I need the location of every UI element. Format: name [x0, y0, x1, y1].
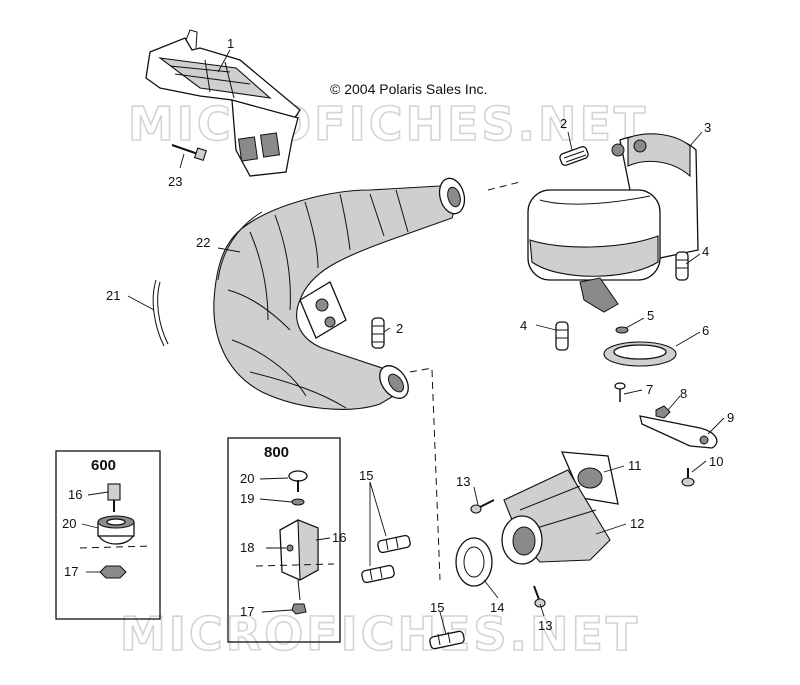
spring-15-bottom: [429, 630, 465, 650]
manifold-gasket-11: [560, 451, 619, 505]
callout-23: 23: [168, 174, 182, 189]
callout-14: 14: [490, 600, 504, 615]
callout-15-upper: 15: [359, 468, 373, 483]
callout-12: 12: [630, 516, 644, 531]
callout-21: 21: [106, 288, 120, 303]
nut-8: [655, 405, 671, 419]
callout-17-box800: 17: [240, 604, 254, 619]
callout-5: 5: [647, 308, 654, 323]
callout-18: 18: [240, 540, 254, 555]
box-800: 800: [227, 437, 341, 643]
box-800-title: 800: [264, 444, 289, 461]
callout-13-top: 13: [456, 474, 470, 489]
bolt-23: [171, 144, 207, 161]
callout-11: 11: [628, 458, 642, 473]
callout-labels: 1 23 2 3 4 4 2 5 6 7 8 9 10 11 12 13 13 …: [62, 36, 734, 633]
align-line-3: [409, 367, 433, 373]
callout-1: 1: [227, 36, 234, 51]
callout-16-box800: 16: [332, 530, 346, 545]
callout-2-mid: 2: [396, 321, 403, 336]
callout-7: 7: [646, 382, 653, 397]
watermark-bottom: MICROFICHES.NET: [120, 607, 640, 661]
watermark-top: MICROFICHES.NET: [128, 97, 648, 151]
spring-4-right: [675, 251, 689, 281]
align-line-1: [487, 181, 521, 191]
callout-19: 19: [240, 491, 254, 506]
spring-2-top: [559, 146, 589, 166]
spring-15-upper: [377, 534, 411, 554]
callout-17-box600: 17: [64, 564, 78, 579]
leader-lines: [81, 49, 725, 635]
align-line-2: [431, 369, 441, 581]
spring-2-mid: [371, 317, 385, 349]
gasket-14: [455, 537, 493, 587]
callout-15-bottom: 15: [430, 600, 444, 615]
spring-15-lower: [361, 564, 395, 584]
callout-3: 3: [704, 120, 711, 135]
hook-21: [152, 279, 165, 347]
spring-4-left: [555, 321, 569, 351]
callout-13-bottom: 13: [538, 618, 552, 633]
rivet-7: [614, 382, 626, 402]
callout-6: 6: [702, 323, 709, 338]
box-600-title: 600: [91, 457, 116, 474]
expansion-chamber: [213, 177, 466, 410]
silencer: [527, 133, 699, 313]
bolt-13-top: [470, 499, 495, 514]
grommet-6: [603, 341, 677, 367]
callout-4-left: 4: [520, 318, 527, 333]
callout-4-right: 4: [702, 244, 709, 259]
copyright-text: © 2004 Polaris Sales Inc.: [330, 81, 487, 97]
callout-10: 10: [709, 454, 723, 469]
bolt-10: [681, 468, 695, 487]
heat-shield-bracket: [145, 29, 301, 177]
callout-8: 8: [680, 386, 687, 401]
bracket-9: [639, 415, 718, 449]
callout-22: 22: [196, 235, 210, 250]
bolt-13-bottom: [533, 585, 546, 608]
washer-5: [615, 326, 629, 334]
callout-20-box600: 20: [62, 516, 76, 531]
exhaust-manifold-12: [501, 469, 611, 565]
box-600: 600: [55, 450, 161, 620]
callout-9: 9: [727, 410, 734, 425]
callout-20-box800: 20: [240, 471, 254, 486]
callout-2-top: 2: [560, 116, 567, 131]
callout-16-box600: 16: [68, 487, 82, 502]
